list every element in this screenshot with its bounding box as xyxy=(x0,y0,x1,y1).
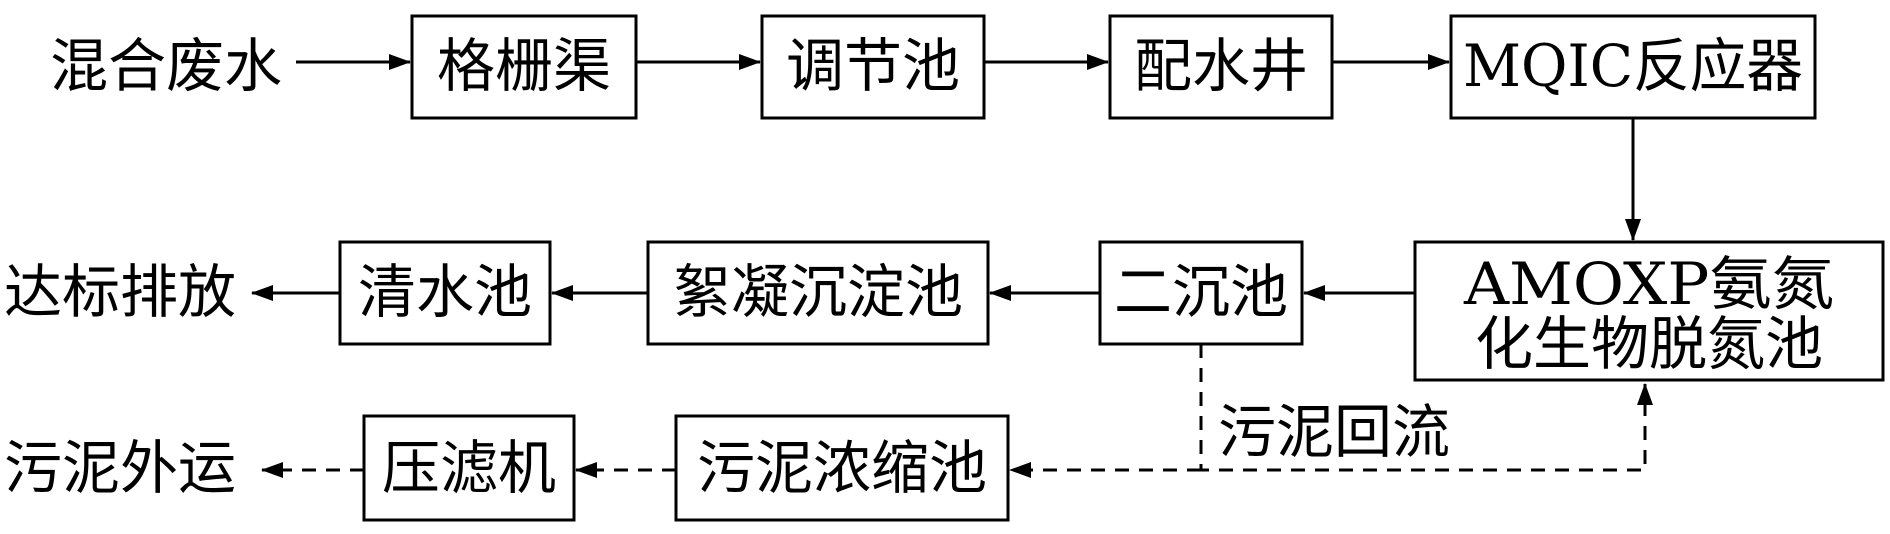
amoxp-tank-box xyxy=(1413,240,1885,382)
distribution-well-box xyxy=(1108,14,1334,120)
sludge-return-line xyxy=(1199,344,1653,472)
mixed-wastewater-label: 混合废水 xyxy=(50,32,282,100)
filter-press-label: 压滤机 xyxy=(382,434,556,502)
sludge-thickener-box xyxy=(674,414,1010,522)
sludge-return-label: 污泥回流 xyxy=(1218,398,1450,466)
secondary-sedimentation-box xyxy=(1098,240,1304,346)
amoxp-tank-label-line1: AMOXP氨氮 xyxy=(1463,250,1834,318)
flocculation-tank-box xyxy=(646,240,990,346)
filter-press-box xyxy=(362,414,576,522)
amoxp-tank-label-line2: 化生物脱氮池 xyxy=(1475,310,1823,378)
discharge-label: 达标排放 xyxy=(4,258,236,326)
distribution-well-label: 配水井 xyxy=(1134,32,1308,100)
grille-channel-label: 格栅渠 xyxy=(437,32,611,100)
grille-channel-box xyxy=(410,14,638,120)
sludge-thickener-label: 污泥浓缩池 xyxy=(697,434,987,502)
mqic-reactor-label: MQIC反应器 xyxy=(1463,32,1803,100)
clear-water-tank-box xyxy=(338,240,552,346)
flocculation-tank-label: 絮凝沉淀池 xyxy=(673,258,963,326)
regulating-tank-box xyxy=(760,14,986,120)
secondary-sedimentation-label: 二沉池 xyxy=(1114,258,1288,326)
regulating-tank-label: 调节池 xyxy=(786,32,960,100)
sludge-transport-label: 污泥外运 xyxy=(4,434,236,502)
clear-water-tank-label: 清水池 xyxy=(358,258,532,326)
mqic-reactor-box xyxy=(1449,14,1817,120)
